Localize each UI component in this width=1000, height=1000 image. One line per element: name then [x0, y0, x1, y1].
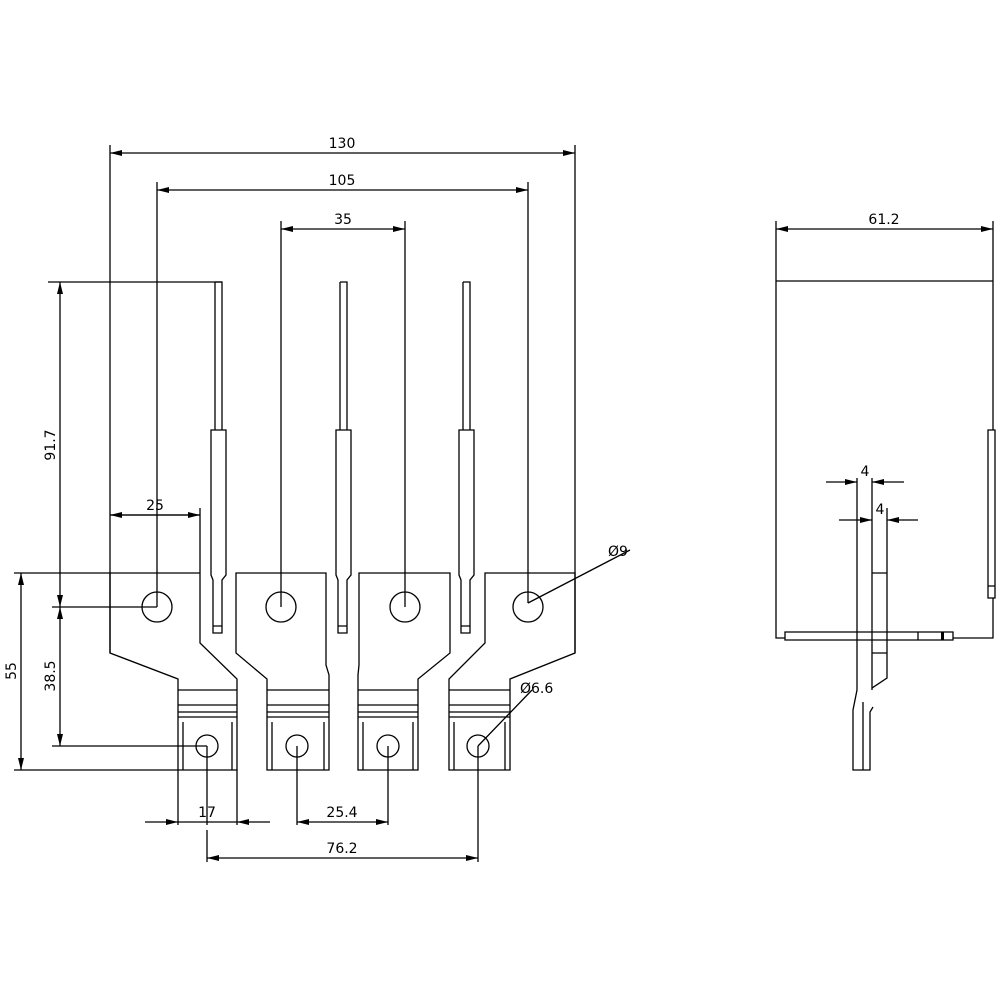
dim-61-2: 61.2 — [868, 212, 899, 228]
dim-4-b: 4 — [876, 502, 885, 518]
dim-91-7: 91.7 — [43, 429, 59, 460]
dimension-labels: 130 105 35 25 91.7 38.5 55 17 25.4 76.2 … — [4, 136, 900, 857]
dim-105: 105 — [329, 173, 356, 189]
dim-25: 25 — [146, 498, 164, 514]
dim-17: 17 — [198, 805, 216, 821]
pins — [210, 281, 475, 634]
dim-38-5: 38.5 — [43, 660, 59, 691]
dim-76-2: 76.2 — [326, 841, 357, 857]
dim-dia-9: Ø9 — [608, 544, 628, 560]
side-view — [775, 221, 996, 771]
holes — [141, 591, 544, 758]
dim-25-4: 25.4 — [326, 805, 357, 821]
front-view — [14, 145, 631, 862]
dim-4-a: 4 — [861, 464, 870, 480]
dim-35: 35 — [334, 212, 352, 228]
dim-130: 130 — [329, 136, 356, 152]
dim-dia-6-6: Ø6.6 — [520, 681, 553, 697]
busbar-plates — [109, 572, 576, 771]
dim-55: 55 — [4, 662, 20, 680]
